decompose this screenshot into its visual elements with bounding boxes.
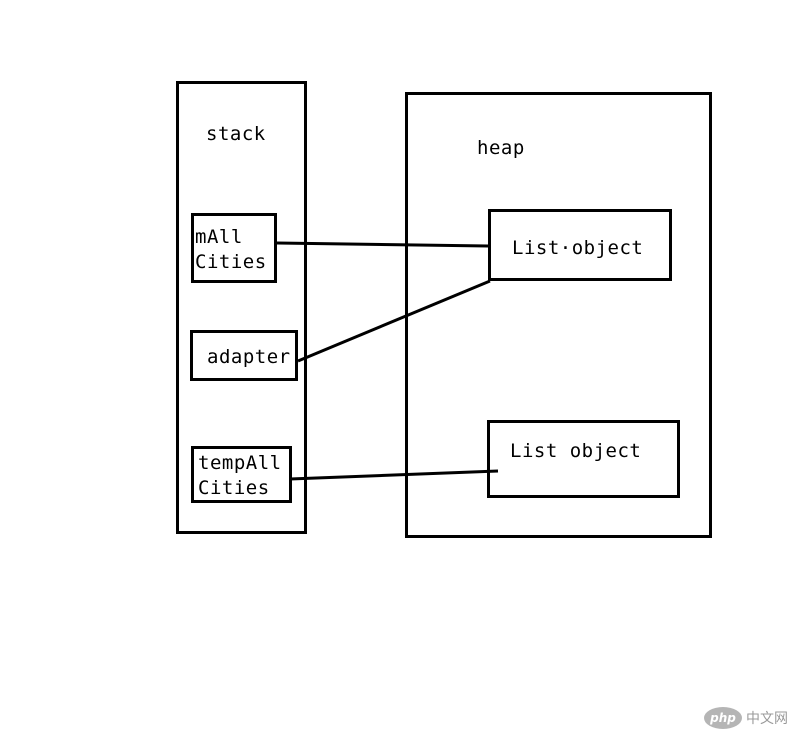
- watermark-text: 中文网: [746, 711, 788, 727]
- ref-line-mallcities-to-list-1: [276, 241, 489, 248]
- ref-line-tempallcities-to-list-2: [289, 469, 499, 481]
- watermark: php 中文网: [704, 705, 788, 731]
- mallcities-line-1: mAll: [195, 226, 243, 248]
- heap-object-list-2-label: List object: [510, 440, 642, 462]
- php-logo-icon: php: [704, 707, 742, 729]
- stack-title: stack: [206, 123, 266, 145]
- stack-variable-mallcities: [191, 213, 277, 283]
- heap-object-list-2: [487, 420, 680, 498]
- heap-title: heap: [477, 137, 525, 159]
- heap-object-list-1: [488, 209, 672, 281]
- stack-variable-mallcities-label: mAll Cities: [195, 225, 267, 275]
- stack-variable-adapter: [190, 330, 298, 381]
- heap-object-list-1-label: List·object: [512, 237, 644, 259]
- mallcities-line-2: Cities: [195, 251, 267, 273]
- ref-line-adapter-to-list-1: [297, 279, 491, 363]
- stack-variable-tempallcities-label: tempAll Cities: [198, 451, 282, 501]
- tempallcities-line-2: Cities: [198, 477, 270, 499]
- stack-variable-adapter-label: adapter: [207, 346, 291, 368]
- stack-variable-tempallcities: [191, 446, 292, 503]
- tempallcities-line-1: tempAll: [198, 452, 282, 474]
- stack-region: [176, 81, 307, 534]
